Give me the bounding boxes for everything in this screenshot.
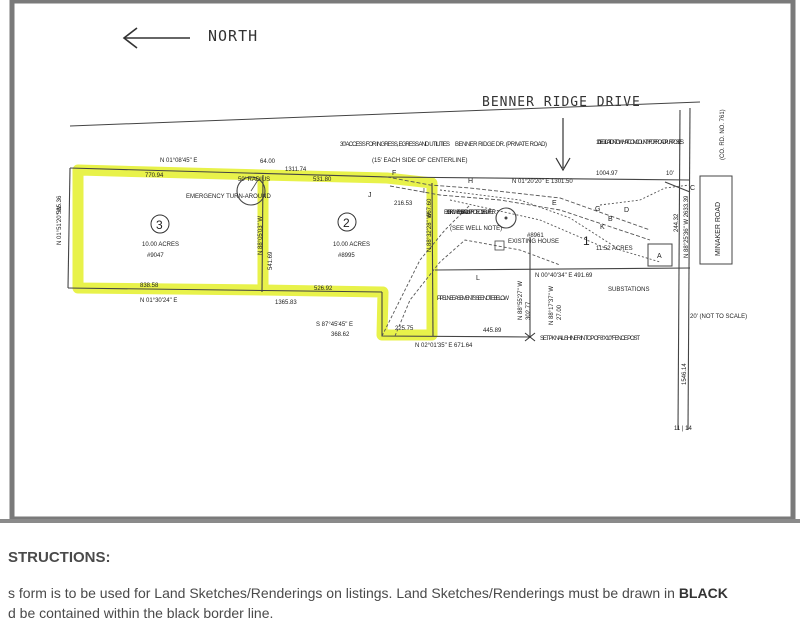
dim-d20: N 01°30'24" E bbox=[140, 298, 177, 304]
dim-d17: N 88°25'36" W 2633.39 bbox=[684, 195, 690, 258]
dim-d11: N 88°05'03" W bbox=[258, 216, 264, 255]
centerline-note: (15' EACH SIDE OF CENTERLINE) bbox=[372, 158, 468, 164]
point-b: B bbox=[608, 216, 613, 223]
dim-d32: 1546.14 bbox=[682, 363, 688, 385]
emergency-note: EMERGENCY TURN-AROUND bbox=[186, 194, 271, 200]
well-circle bbox=[495, 207, 517, 229]
point-a: A bbox=[657, 253, 662, 260]
access-note: 30' ACCESS FOR INGRESS, EGRESS AND UTILI… bbox=[340, 142, 450, 148]
corner-label: 11 | 14 bbox=[674, 426, 692, 432]
dim-d23: S 87°45'45" E bbox=[316, 322, 353, 328]
existing-house-note: EXISTING HOUSE bbox=[508, 239, 559, 245]
turnaround-circle bbox=[236, 176, 266, 206]
dim-d30: N 88°17'37" W bbox=[549, 286, 555, 325]
co-rd-label: (CO. RD. NO. 761) bbox=[720, 109, 726, 160]
dim-d25: 225.75 bbox=[395, 326, 414, 332]
lot-1-id: #8961 bbox=[527, 233, 544, 239]
easement-lines bbox=[381, 176, 691, 337]
dim-d24: 368.62 bbox=[331, 332, 350, 338]
turnaround-radius bbox=[250, 179, 259, 192]
radius-note: 50' RADIUS bbox=[238, 177, 270, 183]
dim-d22: 526.92 bbox=[314, 286, 333, 292]
well-dot bbox=[504, 216, 508, 220]
lot-3-id: #9047 bbox=[147, 253, 164, 259]
point-e: E bbox=[552, 200, 557, 207]
sketch-border bbox=[9, 0, 796, 522]
dim-d29: 302.77 bbox=[526, 301, 532, 320]
see-well-note: (SEE WELL NOTE) bbox=[450, 226, 502, 232]
dim-d4: 1311.74 bbox=[285, 167, 307, 173]
dim-d7: 1004.97 bbox=[596, 171, 618, 177]
pk-nail-marker-icon bbox=[524, 332, 536, 342]
point-h: H bbox=[468, 178, 473, 185]
dim-d10: 535.36 bbox=[57, 195, 63, 214]
dim-d26: 445.89 bbox=[483, 328, 502, 334]
instructions-line-1-text: s form is to be used for Land Sketches/R… bbox=[8, 585, 679, 601]
lot-2-acres: 10.00 ACRES bbox=[333, 242, 370, 248]
well-house bbox=[494, 240, 505, 251]
minaker-road-label: MINAKER ROAD bbox=[715, 202, 722, 256]
lot-3-number: 3 bbox=[156, 218, 163, 232]
dim-d27: N 02°01'35" E 671.64 bbox=[415, 343, 473, 349]
minaker-road-box bbox=[699, 175, 733, 265]
point-d: D bbox=[624, 207, 629, 214]
dim-d19: 838.58 bbox=[140, 283, 159, 289]
dim-d14: 667.60 bbox=[427, 198, 433, 217]
not-to-scale-note: 20' (NOT TO SCALE) bbox=[690, 314, 747, 320]
instructions-heading: STRUCTIONS: bbox=[8, 549, 111, 566]
lot-2-number: 2 bbox=[343, 216, 350, 230]
dedication-note: 10' DEDICATION TO WHATCOM COUNTY FOR ROA… bbox=[596, 140, 684, 146]
instructions-line-1: s form is to be used for Land Sketches/R… bbox=[8, 585, 728, 601]
point-j: J bbox=[368, 192, 372, 199]
benner-private-note: BENNER RIDGE DR. (PRIVATE ROAD) bbox=[455, 142, 547, 148]
north-arrow-icon bbox=[122, 27, 190, 49]
lot-2-circle bbox=[337, 212, 357, 232]
dim-d3: 64.00 bbox=[260, 159, 276, 165]
benner-arrow-icon bbox=[555, 118, 571, 172]
dim-d13: N 88°32'28" W bbox=[427, 213, 433, 252]
dim-d15: 216.53 bbox=[394, 201, 413, 207]
parcel-boundaries bbox=[67, 107, 691, 431]
point-f: F bbox=[392, 170, 396, 177]
substations-note: SUBSTATIONS bbox=[608, 287, 649, 293]
lot-3-highlight bbox=[72, 164, 269, 296]
point-i: I bbox=[423, 188, 425, 195]
dim-d8: 10' bbox=[666, 171, 674, 177]
dim-d21: 1365.83 bbox=[275, 300, 297, 306]
lot-3-circle bbox=[150, 214, 170, 234]
point-g: G bbox=[595, 206, 600, 213]
existing-well-note: EXISTING WELL & 50' RADIUS PROTECTIVE BU… bbox=[444, 210, 497, 216]
point-k: K bbox=[600, 224, 605, 231]
instructions-line-2: d be contained within the black border l… bbox=[8, 605, 274, 621]
point-l: L bbox=[476, 275, 480, 282]
dim-d2: 770.94 bbox=[145, 173, 164, 179]
dim-d6: N 01°20'20" E 1301.50 bbox=[512, 179, 573, 185]
lot-3-acres: 10.00 ACRES bbox=[142, 242, 179, 248]
instructions-black-word: BLACK bbox=[678, 585, 728, 601]
lot-1-number: 1 bbox=[583, 234, 590, 248]
dim-d9: N 01°51'20" W bbox=[57, 206, 63, 245]
pk-nail-note: SET PK NAIL/SHINER IN TOP OF 8"X10" FENC… bbox=[540, 336, 640, 342]
dim-d5: 531.80 bbox=[313, 177, 332, 183]
dim-d28: N 88°55'27" W bbox=[518, 281, 524, 320]
dim-d18: N 00°40'34" E 491.69 bbox=[535, 273, 593, 279]
lot-2-id: #8995 bbox=[338, 253, 355, 259]
substation-box bbox=[647, 243, 673, 267]
dim-d31: 27.00 bbox=[557, 304, 563, 320]
north-label: NORTH bbox=[208, 27, 258, 45]
lot-1-acres: 11.52 ACRES bbox=[596, 246, 633, 252]
road-edge-line bbox=[69, 101, 701, 127]
dim-d16: 244.32 bbox=[674, 213, 680, 232]
dim-d12: 541.69 bbox=[268, 251, 274, 270]
point-c: C bbox=[690, 185, 695, 192]
pipeline-note: PIPELINE EASEMENTS SEE NOTE BELOW bbox=[437, 296, 509, 302]
dim-d1: N 01°08'45" E bbox=[160, 158, 197, 164]
